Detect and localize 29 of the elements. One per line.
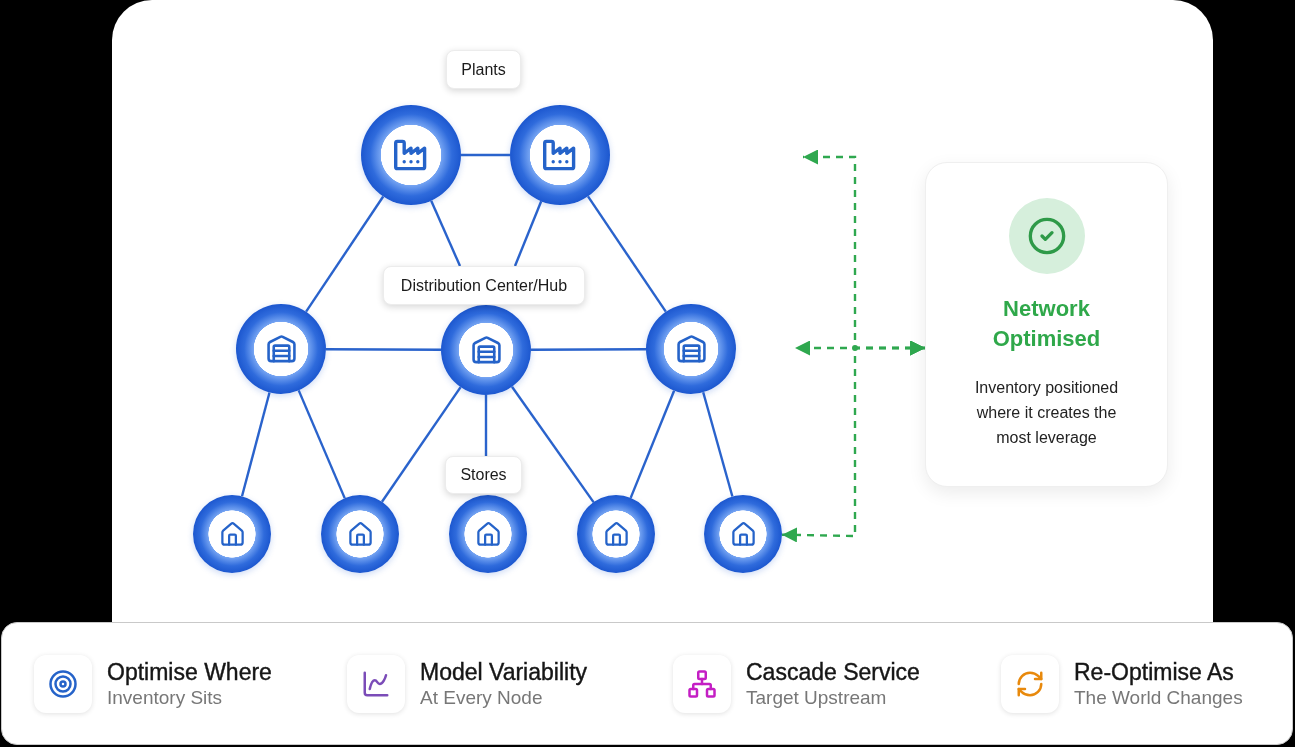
feature-subtitle: Target Upstream bbox=[746, 685, 888, 710]
tier-label: Distribution Center/Hub bbox=[383, 266, 585, 305]
dashed-arrow bbox=[781, 340, 925, 543]
connector-line bbox=[629, 390, 676, 499]
feature-title: Re-Optimise As bbox=[1074, 658, 1235, 686]
feature-title: Model Variability bbox=[420, 658, 588, 686]
feature-subtitle: The World Changes bbox=[1074, 685, 1243, 710]
connector-line bbox=[297, 389, 346, 499]
connector-line bbox=[484, 395, 488, 456]
connector-line bbox=[511, 386, 595, 503]
card-title: Network Optimised bbox=[991, 295, 1102, 353]
connector-line bbox=[305, 195, 385, 313]
connector-line bbox=[513, 200, 543, 267]
feature-title: Optimise Where bbox=[107, 658, 272, 686]
connector-line bbox=[531, 348, 646, 351]
connector-line bbox=[326, 348, 441, 351]
connector-line bbox=[461, 153, 510, 157]
feature-panel bbox=[1, 622, 1293, 745]
feature-subtitle: At Every Node bbox=[420, 685, 544, 710]
feature-subtitle: Inventory Sits bbox=[107, 685, 224, 710]
connector-line bbox=[587, 195, 667, 313]
status-card bbox=[925, 162, 1168, 487]
connector-line bbox=[702, 391, 734, 497]
tier-label: Stores bbox=[445, 456, 522, 494]
card-description: Inventory positioned where it creates the most leverage bbox=[973, 378, 1120, 448]
connector-line bbox=[381, 386, 462, 503]
tier-label: Plants bbox=[446, 50, 521, 89]
connector-line bbox=[240, 392, 271, 497]
feature-title: Cascade Service bbox=[746, 658, 920, 686]
